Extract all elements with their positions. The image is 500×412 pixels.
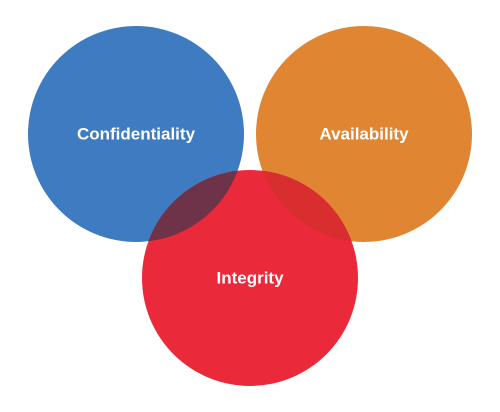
circle-availability <box>256 26 472 242</box>
label-confidentiality: Confidentiality <box>77 125 196 144</box>
label-integrity: Integrity <box>216 269 284 288</box>
circle-integrity <box>142 170 358 386</box>
label-availability: Availability <box>319 125 409 144</box>
circle-confidentiality <box>28 26 244 242</box>
